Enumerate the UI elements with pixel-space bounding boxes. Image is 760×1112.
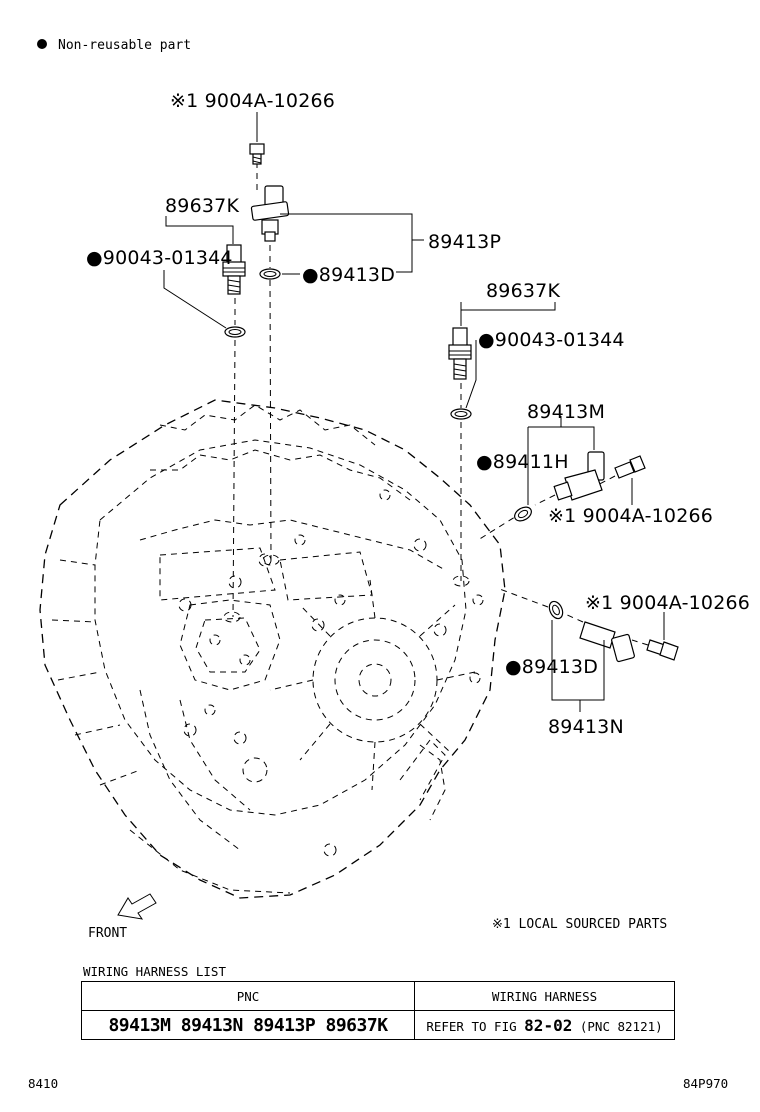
- footer-right-code: 84P970: [683, 1076, 729, 1091]
- label-sensor-left-k: 89637K: [165, 195, 239, 217]
- pnc-header: PNC: [81, 981, 415, 1011]
- label-bolt-top: ※1 9004A-10266: [170, 90, 335, 112]
- label-oring-left: ●90043-01344: [86, 247, 233, 269]
- leader-lines: [163, 112, 665, 712]
- label-oring-mid: ●89411H: [476, 451, 569, 473]
- front-arrow-icon: [117, 893, 157, 920]
- wiring-harness-caption: WIRING HARNESS LIST: [83, 964, 226, 979]
- transmission-housing: [39, 399, 506, 899]
- legend-text: Non-reusable part: [58, 38, 191, 53]
- footer-left-code: 8410: [28, 1076, 59, 1091]
- pressure-sensor-right[interactable]: [448, 327, 472, 380]
- label-bolt-mid: ※1 9004A-10266: [548, 505, 713, 527]
- oring-left[interactable]: [224, 326, 246, 338]
- pressure-sensor-left[interactable]: [222, 244, 246, 295]
- speed-sensor-mid[interactable]: [553, 451, 605, 501]
- oring-low[interactable]: [547, 599, 565, 620]
- bolt-top[interactable]: [249, 143, 265, 165]
- local-sourced-note: ※1 LOCAL SOURCED PARTS: [492, 917, 667, 932]
- bolt-low[interactable]: [646, 639, 679, 661]
- label-oring-low: ●89413D: [505, 656, 598, 678]
- wiring-harness-table: PNC WIRING HARNESS 89413M 89413N 89413P …: [81, 981, 675, 1040]
- harness-reference[interactable]: REFER TO FIG 82-02 (PNC 82121): [414, 1010, 675, 1040]
- label-assy-low: 89413N: [548, 716, 624, 738]
- harness-ref-fig: 82-02: [524, 1015, 573, 1035]
- label-oring-right: ●90043-01344: [478, 329, 625, 351]
- speed-sensor-low[interactable]: [579, 621, 635, 663]
- oring-mid[interactable]: [512, 504, 534, 523]
- label-bolt-low: ※1 9004A-10266: [585, 592, 750, 614]
- pnc-values: 89413M 89413N 89413P 89637K: [81, 1010, 415, 1040]
- label-assy-mid: 89413M: [527, 401, 605, 423]
- oring-top[interactable]: [259, 268, 281, 280]
- oring-right[interactable]: [450, 408, 472, 420]
- label-assy-top: 89413P: [428, 231, 501, 253]
- legend-bullet-icon: [37, 39, 47, 49]
- harness-ref-pnc: (PNC 82121): [579, 1018, 663, 1034]
- harness-header: WIRING HARNESS: [414, 981, 675, 1011]
- label-oring-top: ●89413D: [302, 264, 395, 286]
- harness-ref-prefix: REFER TO FIG: [426, 1018, 517, 1034]
- bolt-mid[interactable]: [614, 455, 646, 479]
- install-lines: [232, 162, 649, 646]
- front-label: FRONT: [88, 926, 127, 941]
- label-sensor-right-k: 89637K: [486, 280, 560, 302]
- speed-sensor-top[interactable]: [250, 185, 290, 242]
